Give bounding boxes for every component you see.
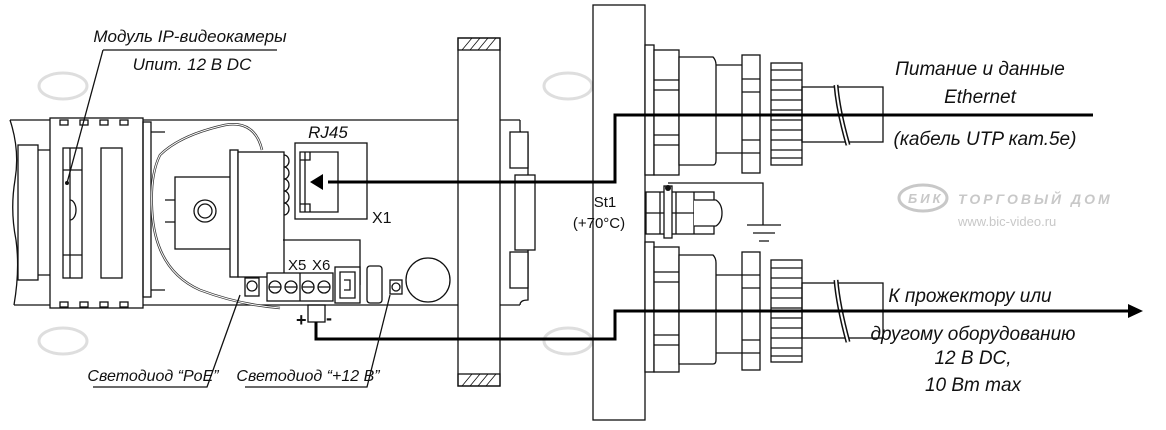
wall-flange — [457, 4, 646, 421]
output-label-line4: 10 Вт max — [925, 375, 1023, 396]
ethernet-wire — [328, 113, 1093, 184]
poe-module — [150, 123, 361, 310]
watermark-marks — [37, 71, 594, 356]
led-12v — [391, 282, 401, 292]
watermark-logo-mark — [37, 326, 89, 356]
output-label-line1: К прожектору или — [888, 286, 1052, 307]
cable-gland-top — [644, 44, 884, 176]
ethernet-label-line1: Питание и данные — [895, 59, 1065, 80]
st1-temperature: (+70°C) — [573, 215, 625, 232]
st1-label: St1 — [594, 194, 617, 211]
watermark-url: www.bic-video.ru — [957, 214, 1056, 229]
x5-label: X5 — [288, 257, 306, 274]
plus-sign: + — [296, 310, 307, 330]
supply-label: Uпит. 12 В DC — [133, 55, 252, 74]
watermark-logo: БИК — [908, 191, 944, 206]
output-wire — [314, 309, 1128, 341]
watermark-logo-mark — [37, 71, 89, 101]
arrow-icon — [1128, 304, 1143, 318]
x6-label: X6 — [312, 257, 330, 274]
rj45-connector: RJ45 X1 — [294, 123, 392, 227]
rj45-label: RJ45 — [308, 123, 348, 142]
output-label-line2: другому оборудованию — [871, 324, 1076, 345]
ground-icon — [747, 224, 781, 242]
watermark-logo-mark — [542, 71, 594, 101]
watermark-company: ТОРГОВЫЙ ДОМ — [958, 190, 1113, 207]
ground-stud — [645, 182, 781, 242]
terminal-block: X5 X6 + - — [244, 257, 451, 330]
ethernet-label-line3: (кабель UTP кат.5е) — [894, 129, 1077, 150]
cable-gland-bottom — [644, 241, 884, 373]
led-poe-label: Светодиод “PoE” — [87, 368, 219, 385]
watermark-logo-mark — [897, 183, 949, 213]
led-poe — [246, 280, 258, 292]
ethernet-label-line2: Ethernet — [944, 87, 1017, 108]
x1-label: X1 — [372, 210, 392, 227]
minus-sign: - — [326, 308, 332, 328]
watermark-logo-mark — [542, 326, 594, 356]
camera-module-label: Модуль IP-видеокамеры — [93, 27, 287, 46]
watermark: БИК ТОРГОВЫЙ ДОМ www.bic-video.ru — [897, 183, 1113, 229]
ip-camera-module — [49, 117, 165, 309]
led-12v-label: Светодиод “+12 В” — [236, 368, 380, 385]
output-label-line3: 12 В DC, — [934, 348, 1011, 369]
